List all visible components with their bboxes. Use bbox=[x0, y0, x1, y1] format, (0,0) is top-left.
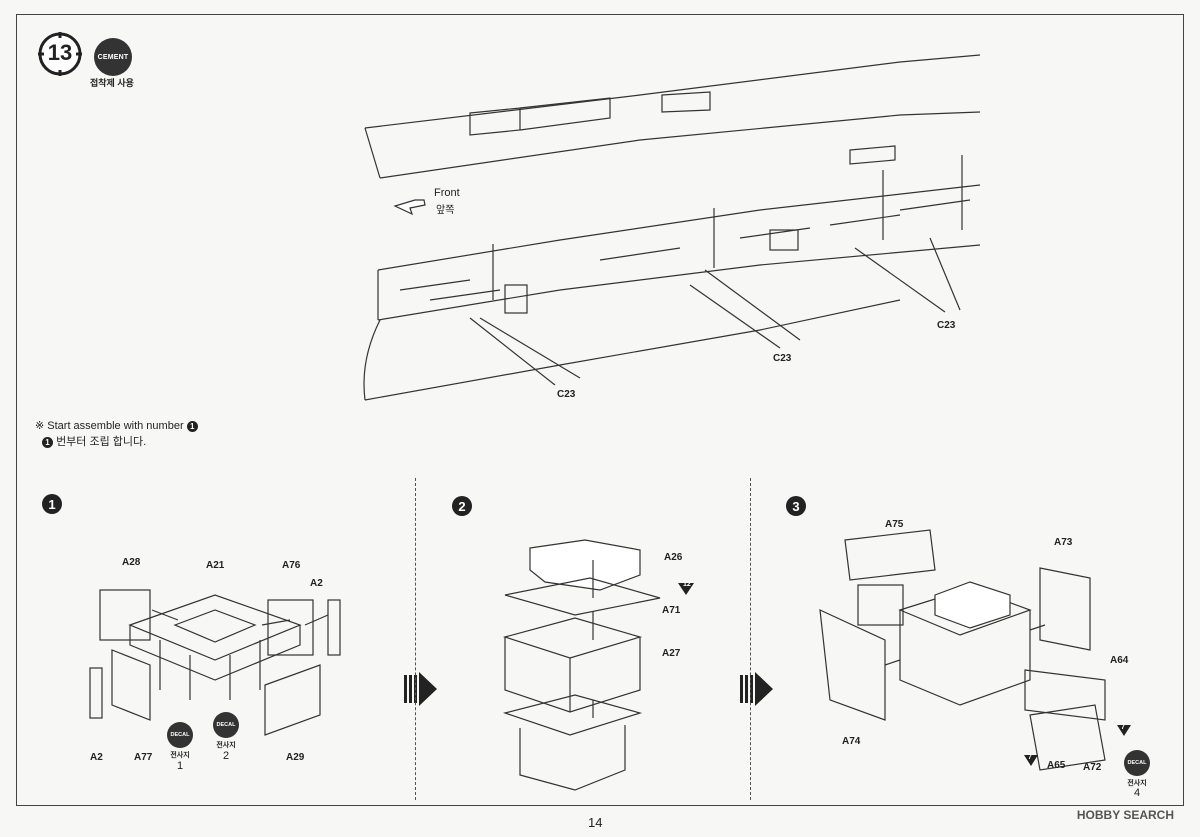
part-label-a74: A74 bbox=[842, 736, 861, 747]
substep-1-marker: 1 bbox=[42, 494, 62, 514]
part-label-a73: A73 bbox=[1054, 537, 1073, 548]
step-number-badge bbox=[38, 32, 82, 76]
watermark-logo: HOBBY SEARCH bbox=[1076, 808, 1174, 822]
decal-korean-label: 전사지 bbox=[1127, 780, 1147, 787]
decal-sheet-number: 2 bbox=[222, 750, 230, 762]
part-label-a2: A2 bbox=[310, 578, 323, 589]
decal-sheet-number: 4 bbox=[1133, 787, 1141, 799]
part-label-a26: A26 bbox=[664, 552, 683, 563]
cement-icon: CEMENT bbox=[94, 38, 132, 76]
part-label-a75: A75 bbox=[885, 519, 904, 530]
part-label-a65: A65 bbox=[1047, 760, 1066, 771]
section-divider bbox=[415, 478, 416, 800]
flag-number: 12 bbox=[683, 581, 691, 588]
substep-3-marker: 3 bbox=[786, 496, 806, 516]
decal-korean-label: 전사지 bbox=[216, 742, 236, 749]
section-divider bbox=[750, 478, 751, 800]
step-number: 13 bbox=[47, 40, 73, 65]
flag-marker-icon bbox=[1024, 755, 1038, 766]
part-label-a27: A27 bbox=[662, 648, 681, 659]
flag-number: 7 bbox=[1121, 724, 1125, 731]
decal-icon: DECAL bbox=[1124, 750, 1150, 776]
part-label-a76: A76 bbox=[282, 560, 301, 571]
flag-number: 7 bbox=[1028, 754, 1032, 761]
assembly-note-korean: 1 번부터 조립 합니다. bbox=[42, 433, 146, 449]
number-marker: 1 bbox=[42, 436, 53, 448]
page-frame bbox=[16, 14, 1184, 806]
page-number: 14 bbox=[588, 815, 603, 830]
part-label-a29: A29 bbox=[286, 752, 305, 763]
part-label-c23: C23 bbox=[937, 320, 956, 331]
part-label-c23: C23 bbox=[773, 353, 792, 364]
decal-icon: DECAL bbox=[213, 712, 239, 738]
part-label-a77: A77 bbox=[134, 752, 153, 763]
decal-korean-label: 전사지 bbox=[170, 752, 190, 759]
cement-korean-label: 접착제 사용 bbox=[90, 78, 134, 88]
front-label: Front bbox=[434, 187, 460, 199]
part-label-c23: C23 bbox=[557, 389, 576, 400]
decal-icon: DECAL bbox=[167, 722, 193, 748]
assembly-note-english-text: ※ Start assemble with number bbox=[35, 420, 184, 432]
part-label-a72: A72 bbox=[1083, 762, 1102, 773]
assembly-note-korean-text: 번부터 조립 합니다. bbox=[56, 436, 147, 448]
front-korean-label: 앞쪽 bbox=[436, 205, 455, 216]
substep-2-marker: 2 bbox=[452, 496, 472, 516]
flag-marker-icon bbox=[678, 583, 694, 595]
part-label-a71: A71 bbox=[662, 605, 681, 616]
assembly-note-english: ※ Start assemble with number 1 bbox=[35, 419, 198, 432]
number-marker: 1 bbox=[186, 420, 198, 432]
part-label-a21: A21 bbox=[206, 560, 225, 571]
part-label-a2: A2 bbox=[90, 752, 103, 763]
flag-marker-icon bbox=[1117, 725, 1131, 736]
part-label-a64: A64 bbox=[1110, 655, 1129, 666]
decal-sheet-number: 1 bbox=[176, 760, 184, 772]
part-label-a28: A28 bbox=[122, 557, 141, 568]
